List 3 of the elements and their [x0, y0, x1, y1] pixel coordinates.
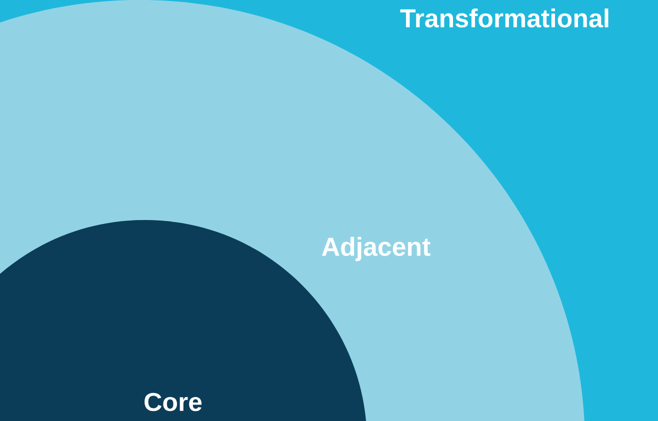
ring-label: Core [144, 392, 202, 412]
ring-label: Adjacent [322, 236, 430, 262]
ring-label: Transformational [400, 8, 608, 28]
